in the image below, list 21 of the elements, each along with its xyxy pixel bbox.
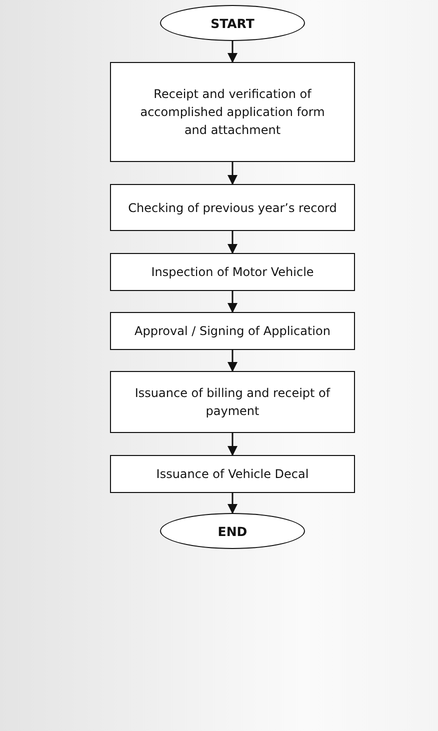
- process-box: [110, 455, 355, 493]
- arrow: [228, 162, 238, 185]
- arrow: [228, 493, 238, 514]
- terminal-label: START: [210, 16, 254, 30]
- process-box: [110, 371, 355, 433]
- process-box: [110, 184, 355, 231]
- process-box: [110, 253, 355, 291]
- terminal-label: END: [218, 524, 248, 538]
- arrow: [228, 291, 238, 313]
- arrow: [228, 350, 238, 372]
- process-box: [110, 312, 355, 350]
- step-label: Checking of previous year’s record: [128, 200, 337, 216]
- step-label: Inspection of Motor Vehicle: [151, 264, 314, 281]
- step-label: Approval / Signing of Application: [134, 323, 330, 340]
- arrow: [228, 41, 238, 63]
- arrow: [228, 231, 238, 254]
- step-label: Issuance of Vehicle Decal: [156, 466, 309, 483]
- step-label: Receipt and verification of accomplished application form and attachment: [139, 86, 326, 139]
- process-box: [110, 62, 355, 162]
- step-label: Issuance of billing and receipt of payment: [134, 385, 332, 420]
- arrow: [228, 433, 238, 456]
